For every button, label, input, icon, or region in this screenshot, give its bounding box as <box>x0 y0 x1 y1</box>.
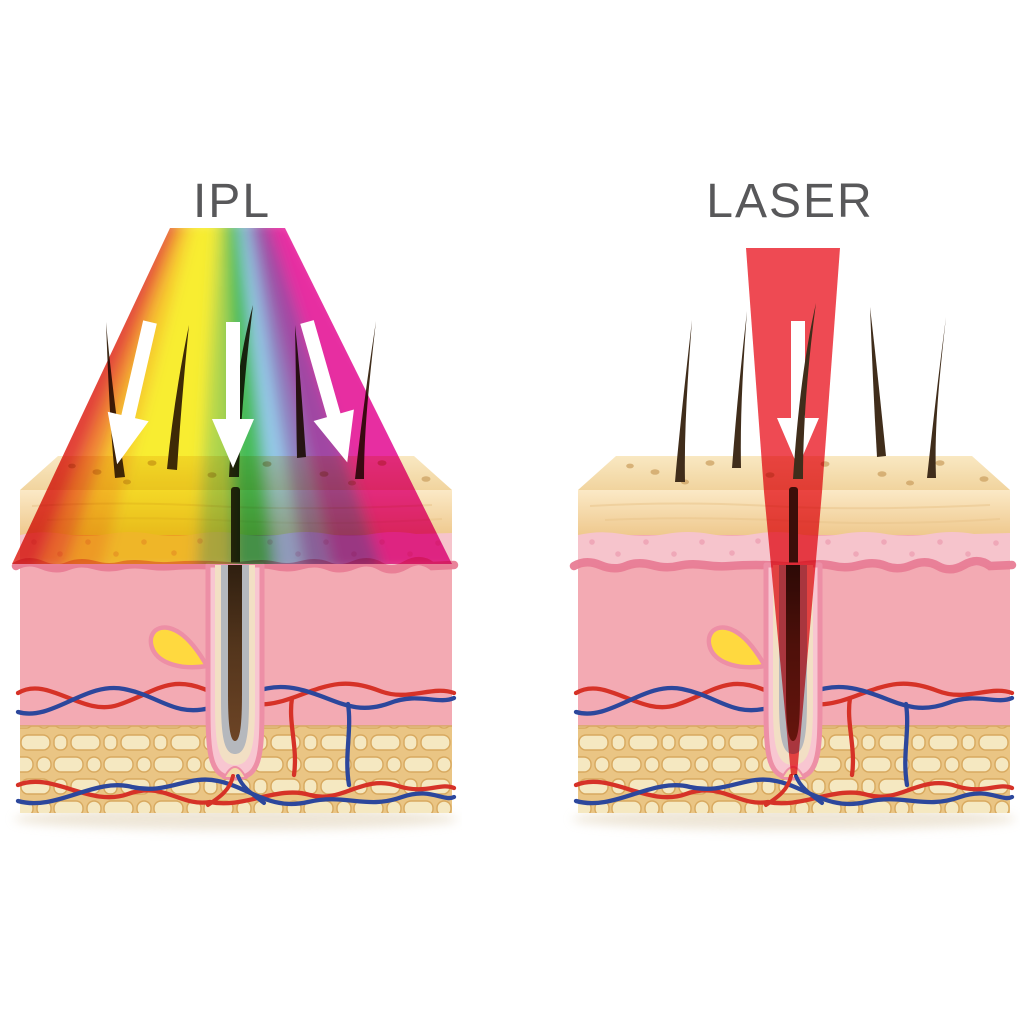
laser-title: LASER <box>706 175 874 228</box>
spectrum-band <box>36 228 184 564</box>
hair <box>927 317 946 478</box>
hair-targeted <box>793 303 816 479</box>
laser-panel <box>560 248 1020 870</box>
ipl-panel <box>2 228 462 870</box>
laser-beam <box>746 248 840 775</box>
ipl-title: IPL <box>192 175 272 228</box>
spectrum-band <box>227 228 276 564</box>
spectrum-band <box>239 228 305 564</box>
hair <box>732 311 747 468</box>
spectrum-band <box>100 228 219 564</box>
laser-hairs <box>675 307 946 482</box>
spectrum-band <box>246 228 334 564</box>
spectrum-band <box>253 228 384 564</box>
hair <box>675 320 692 482</box>
hair <box>870 307 886 457</box>
spectrum-band <box>196 228 232 564</box>
